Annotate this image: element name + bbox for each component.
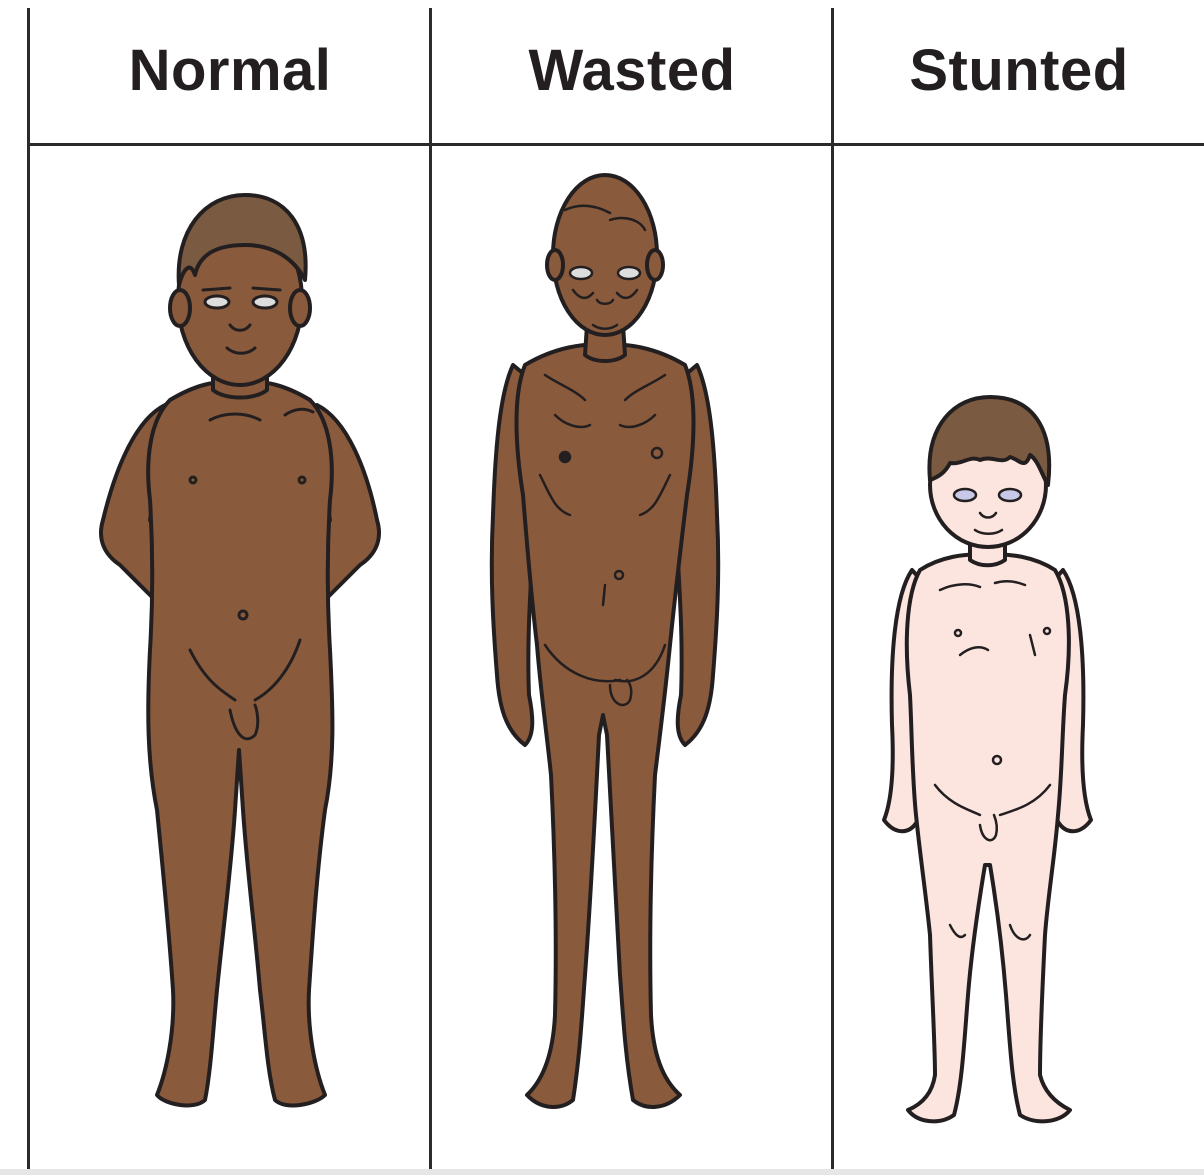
header-stunted: Stunted xyxy=(834,20,1204,120)
stunted-child-figure xyxy=(880,395,1095,1125)
header-normal: Normal xyxy=(30,20,430,120)
column-divider-2 xyxy=(831,8,834,1175)
normal-child-figure xyxy=(95,190,385,1120)
wasted-child-drawing xyxy=(485,175,725,1115)
column-divider-left xyxy=(27,8,30,1175)
column-divider-1 xyxy=(429,8,432,1175)
normal-child-drawing xyxy=(95,190,385,1120)
wasted-child-figure xyxy=(485,175,725,1115)
stunted-child-drawing xyxy=(880,395,1095,1125)
header-divider xyxy=(28,143,1204,146)
header-wasted: Wasted xyxy=(432,20,832,120)
bottom-band xyxy=(0,1169,1204,1175)
